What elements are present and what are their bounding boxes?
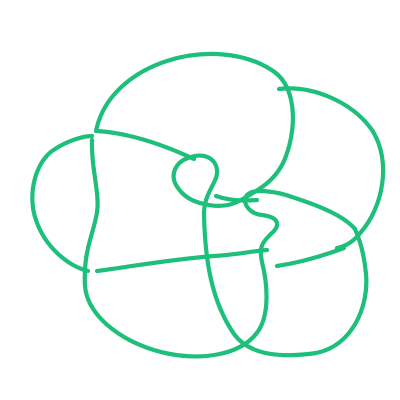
knot-strand-left-lobe: [30, 133, 95, 274]
knot-strand-main: [82, 51, 369, 359]
knot-strand-center-connector: [213, 193, 260, 203]
knot-strand-horizontal: [94, 128, 197, 162]
knot-strand-lower-horizontal: [94, 247, 270, 274]
knot-strand-right-connector: [274, 245, 347, 269]
knot-strand-right-top-lobe: [276, 86, 386, 251]
